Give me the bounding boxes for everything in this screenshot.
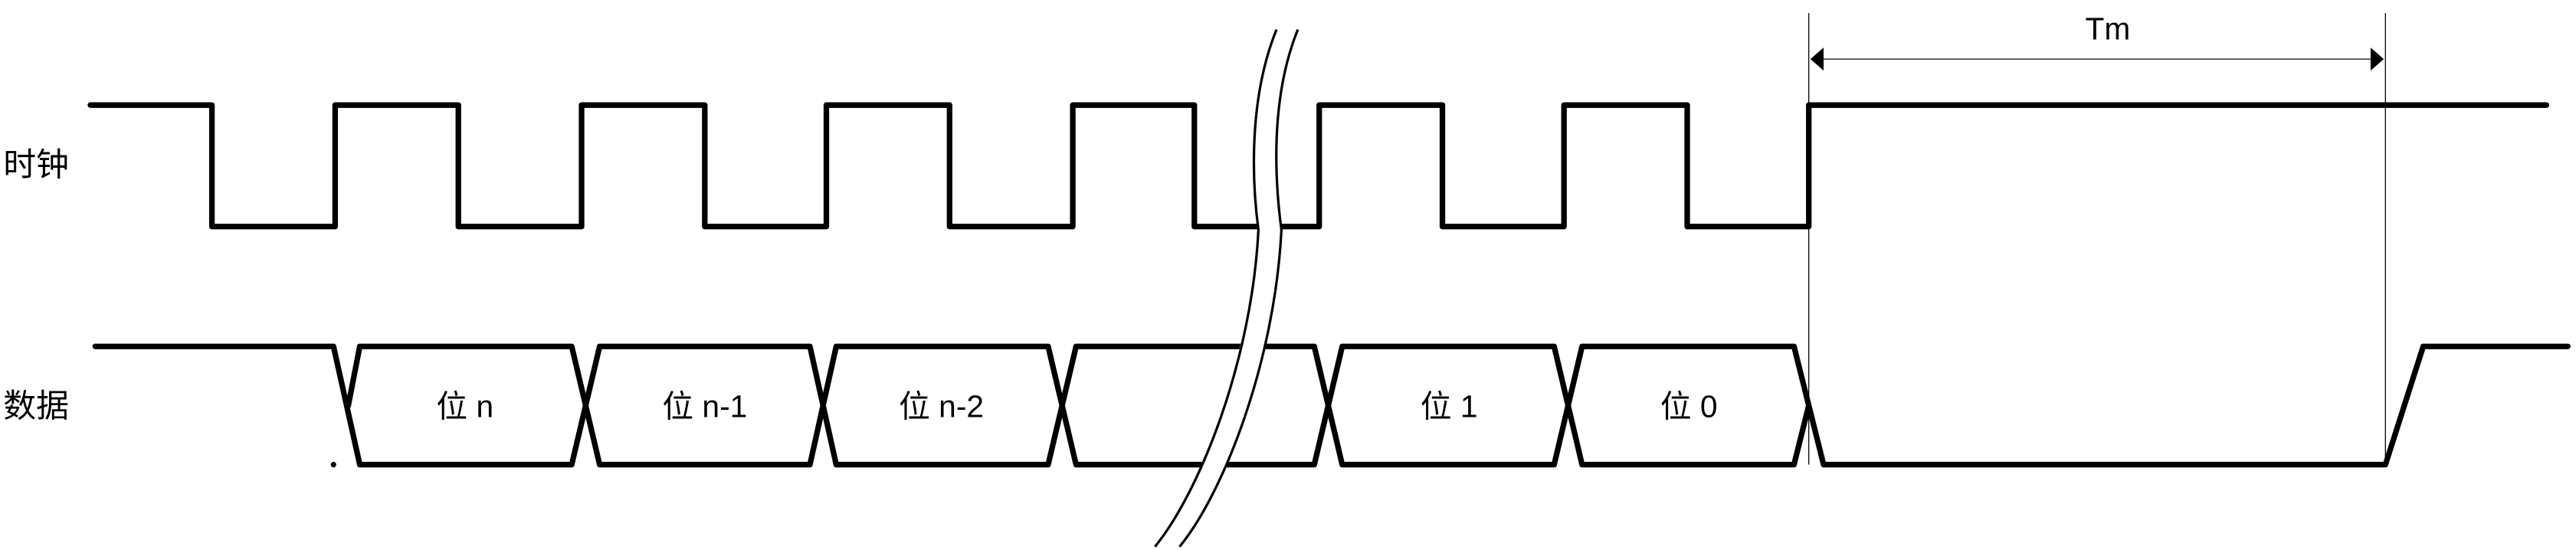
data-waveform <box>92 343 2571 468</box>
data-signal-label: 数据 <box>3 388 69 424</box>
bit-label: 位 n-1 <box>662 388 747 424</box>
bit-label: 位 n-2 <box>899 388 984 424</box>
clock-signal-label: 时钟 <box>3 146 69 183</box>
time-break-marks <box>1154 28 1299 548</box>
arrow-right-icon <box>2370 47 2384 71</box>
bit-label: 位 1 <box>1421 388 1478 424</box>
tm-label: Tm <box>2086 11 2131 46</box>
arrow-left-icon <box>1810 47 1824 71</box>
bit-label: 位 0 <box>1660 388 1718 424</box>
tm-dimension: Tm <box>1808 11 2386 465</box>
bit-label: 位 n <box>436 388 493 424</box>
clock-waveform <box>87 102 2550 230</box>
